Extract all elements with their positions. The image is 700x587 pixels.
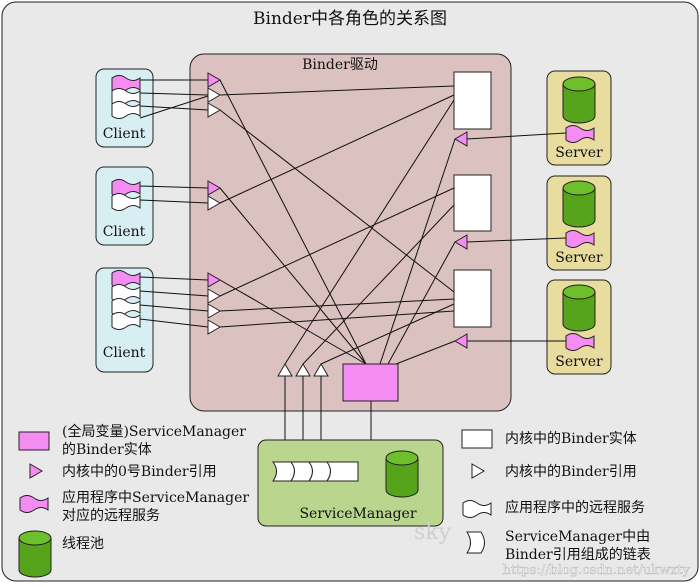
legend-text: 的Binder实体 [62, 442, 152, 458]
thread-pool-cylinder [562, 284, 596, 332]
client-1: Client [95, 68, 154, 148]
binder-ref-chain [271, 461, 359, 482]
watermark-sky: sky [414, 520, 452, 545]
client-label: Client [103, 345, 146, 361]
diagram-title: Binder中各角色的关系图 [253, 9, 447, 29]
legend-text: 线程池 [62, 536, 104, 552]
legend-text: 对应的远程服务 [62, 507, 160, 524]
legend-text: 应用程序中的远程服务 [505, 499, 645, 516]
server-3: Server [546, 279, 612, 375]
thread-pool-cylinder [385, 450, 419, 498]
kernel-binder-entity [453, 269, 492, 328]
sm-binder-entity [342, 363, 399, 402]
binder-driver-label: Binder驱动 [302, 57, 378, 73]
client-2: Client [95, 166, 154, 246]
connection-lines [139, 79, 567, 462]
legend-sm-entity-icon [18, 431, 50, 451]
kernel-binder-entity [453, 174, 492, 232]
thread-pool-cylinder [562, 180, 596, 228]
legend-chain-icon [466, 531, 485, 554]
client-label: Client [103, 224, 146, 240]
thread-pool-cylinder [562, 76, 596, 124]
server-label: Server [555, 250, 603, 266]
legend-text: 内核中的0号Binder引用 [62, 464, 217, 480]
legend-text: ServiceManager中由 [505, 529, 650, 545]
service-manager-label: ServiceManager [299, 506, 416, 522]
legend-text: 应用程序中ServiceManager [62, 489, 249, 506]
url-watermark: https://blog.csdn.net/ukwxty [503, 563, 691, 578]
server-1: Server [546, 70, 612, 166]
legend-text: 内核中的Binder实体 [505, 431, 637, 447]
kernel-binder-entity [453, 71, 492, 130]
server-label: Server [555, 145, 603, 161]
server-2: Server [546, 175, 612, 271]
legend-thread-pool-icon [18, 530, 52, 578]
legend-kernel-entity-icon [461, 429, 493, 449]
service-manager: ServiceManager [257, 439, 444, 527]
legend: (全局变量)ServiceManager 的Binder实体 内核中的0号Bin… [18, 423, 651, 578]
legend-text: Binder引用组成的链表 [505, 547, 651, 563]
client-label: Client [103, 126, 146, 142]
binder-driver-region [189, 53, 512, 412]
legend-text: 内核中的Binder引用 [505, 464, 637, 480]
client-3: Client [95, 267, 154, 373]
server-label: Server [555, 354, 603, 370]
legend-text: (全局变量)ServiceManager [62, 423, 246, 440]
